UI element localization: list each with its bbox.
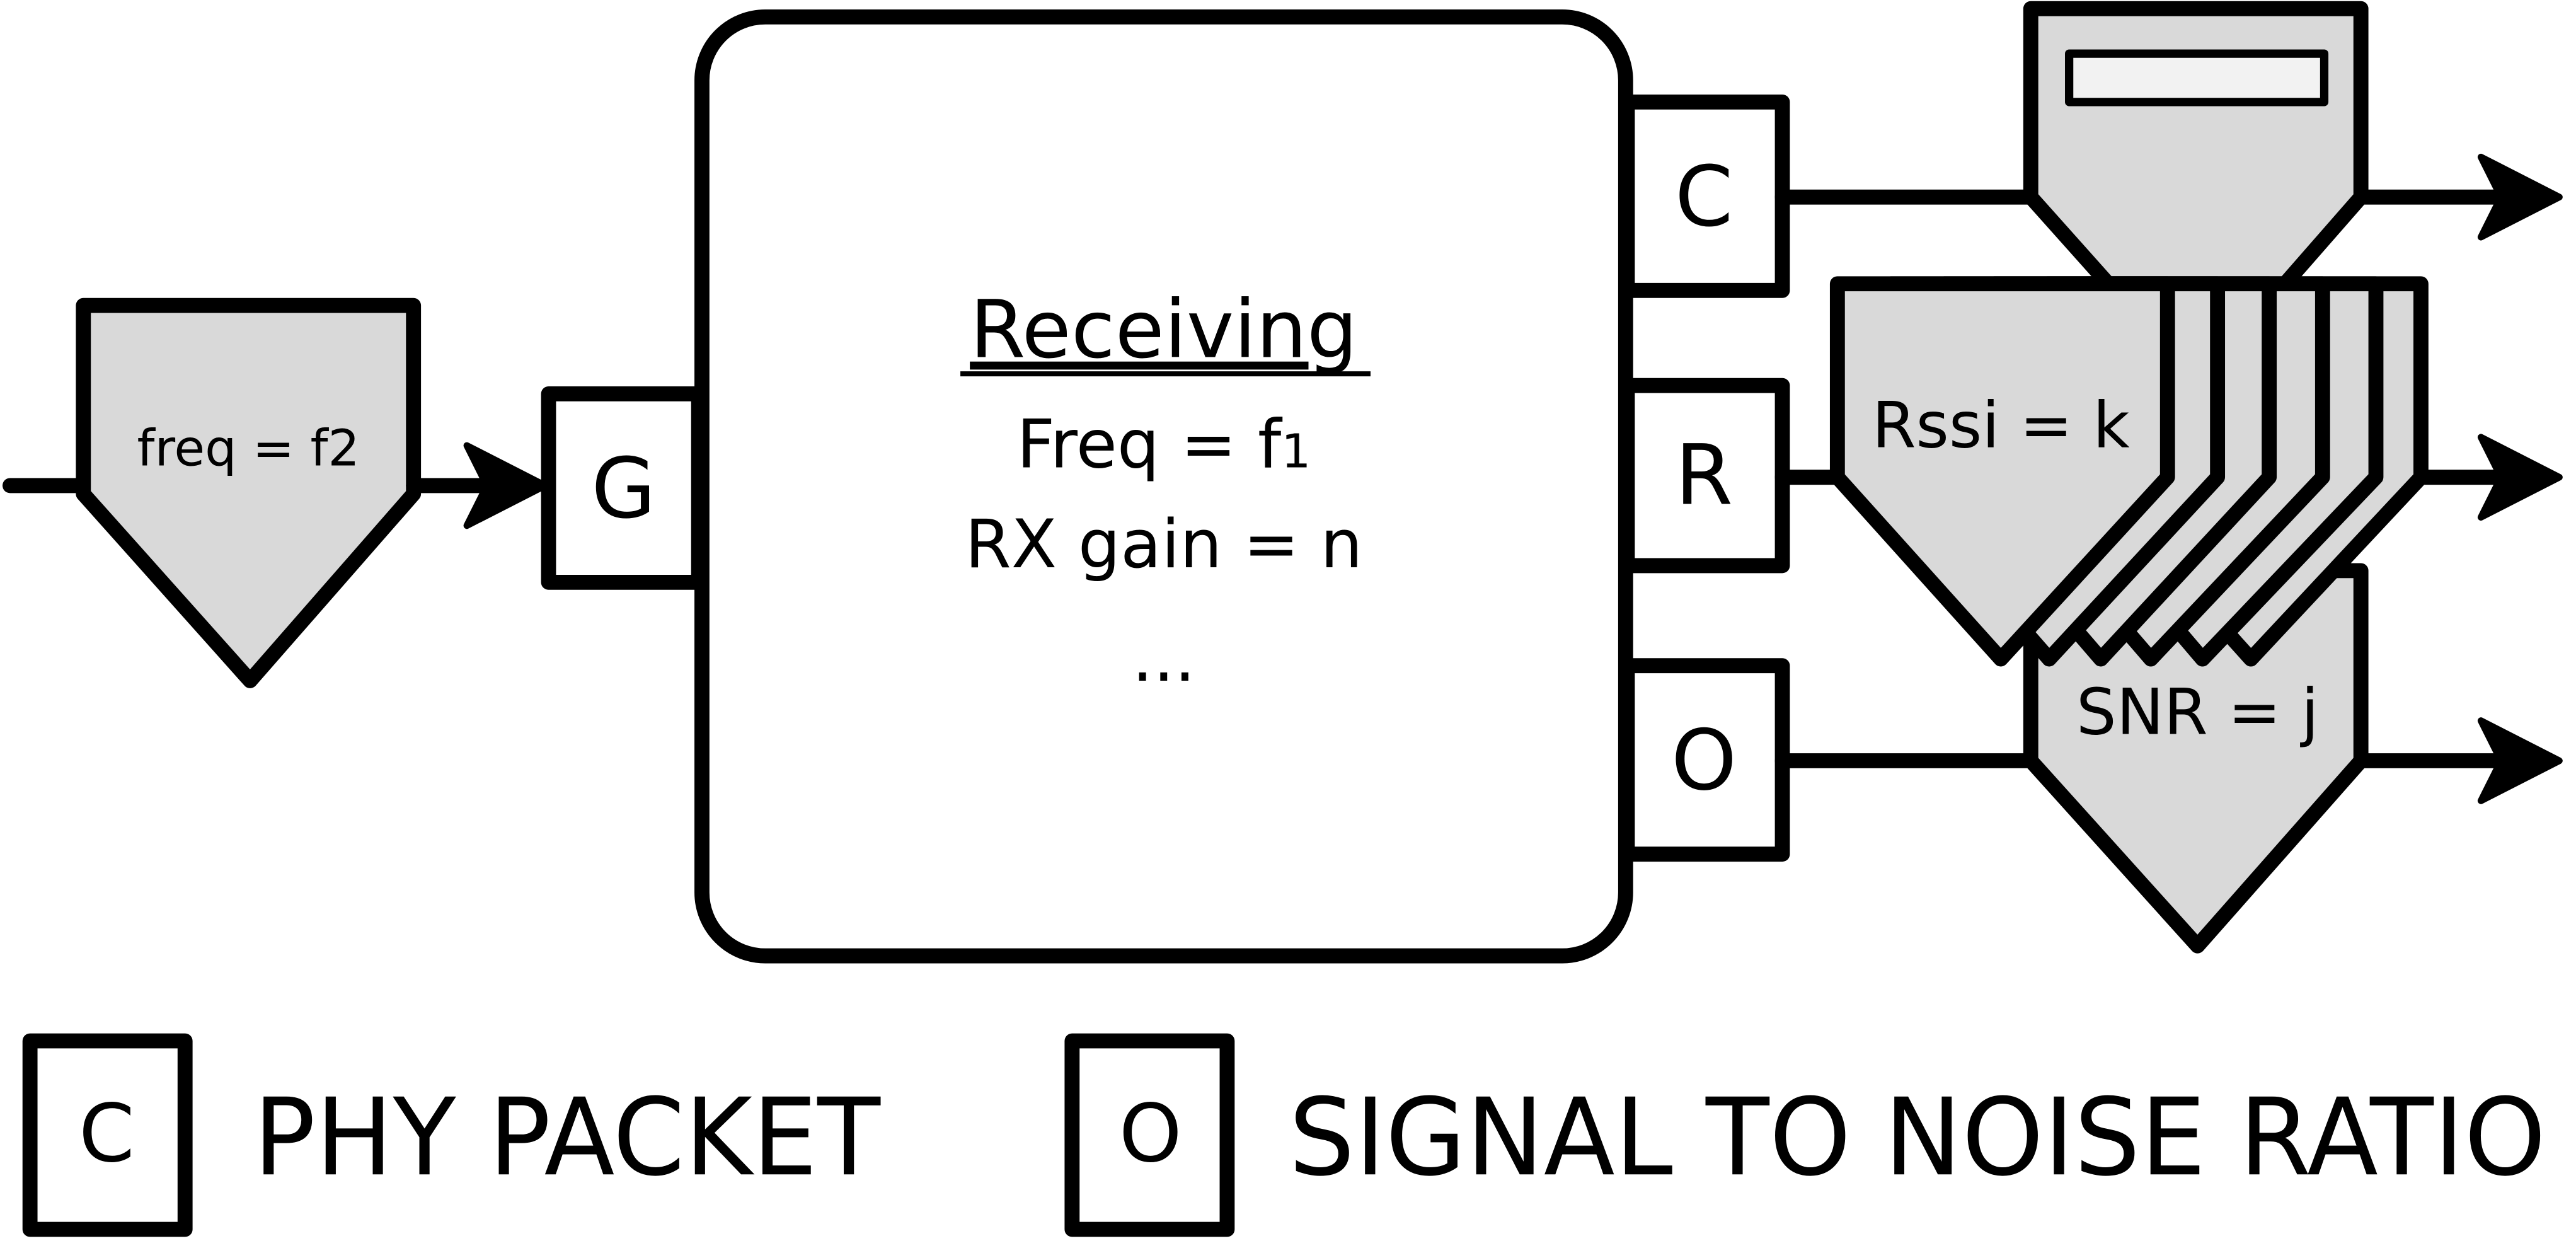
state-title: Receiving: [970, 283, 1357, 376]
input-token-label: freq = f2: [137, 419, 360, 478]
port-g-label: G: [591, 441, 656, 538]
port-o-label: O: [1671, 712, 1737, 809]
port-g-box: [541, 386, 706, 590]
state-ellipsis: ...: [1132, 619, 1195, 696]
snr-token-label: SNR = j: [2076, 676, 2319, 749]
output-arrow-r: [2477, 434, 2563, 521]
legend-box-o: [1064, 1033, 1235, 1237]
port-r-label: R: [1675, 427, 1733, 524]
state-freq-label: Freq = f: [1016, 405, 1283, 483]
port-c-box: [1619, 94, 1790, 298]
legend-symbol-o: O: [1119, 1087, 1182, 1180]
output-arrow-c: [2477, 153, 2563, 241]
port-c-label: C: [1675, 149, 1733, 246]
packet-bar: [2065, 49, 2329, 107]
legend-text-phy-packet: PHY PACKET: [253, 1075, 880, 1199]
state-box: [694, 9, 1633, 964]
legend-box-c: [22, 1033, 193, 1237]
legend-symbol-c: C: [79, 1087, 135, 1180]
input-arrow-head: [463, 442, 549, 529]
state-freq-subscript: 1: [1281, 424, 1311, 478]
state-gain-label: RX gain = n: [965, 505, 1362, 583]
rssi-token-front: [1829, 276, 2175, 667]
rssi-token-label: Rssi = k: [1872, 389, 2130, 463]
output-arrow-o: [2477, 717, 2563, 804]
input-token-shape: [76, 297, 422, 688]
state-freq-line: Freq = f1: [1016, 405, 1311, 483]
legend-text-snr: SIGNAL TO NOISE RATIO: [1289, 1075, 2546, 1199]
